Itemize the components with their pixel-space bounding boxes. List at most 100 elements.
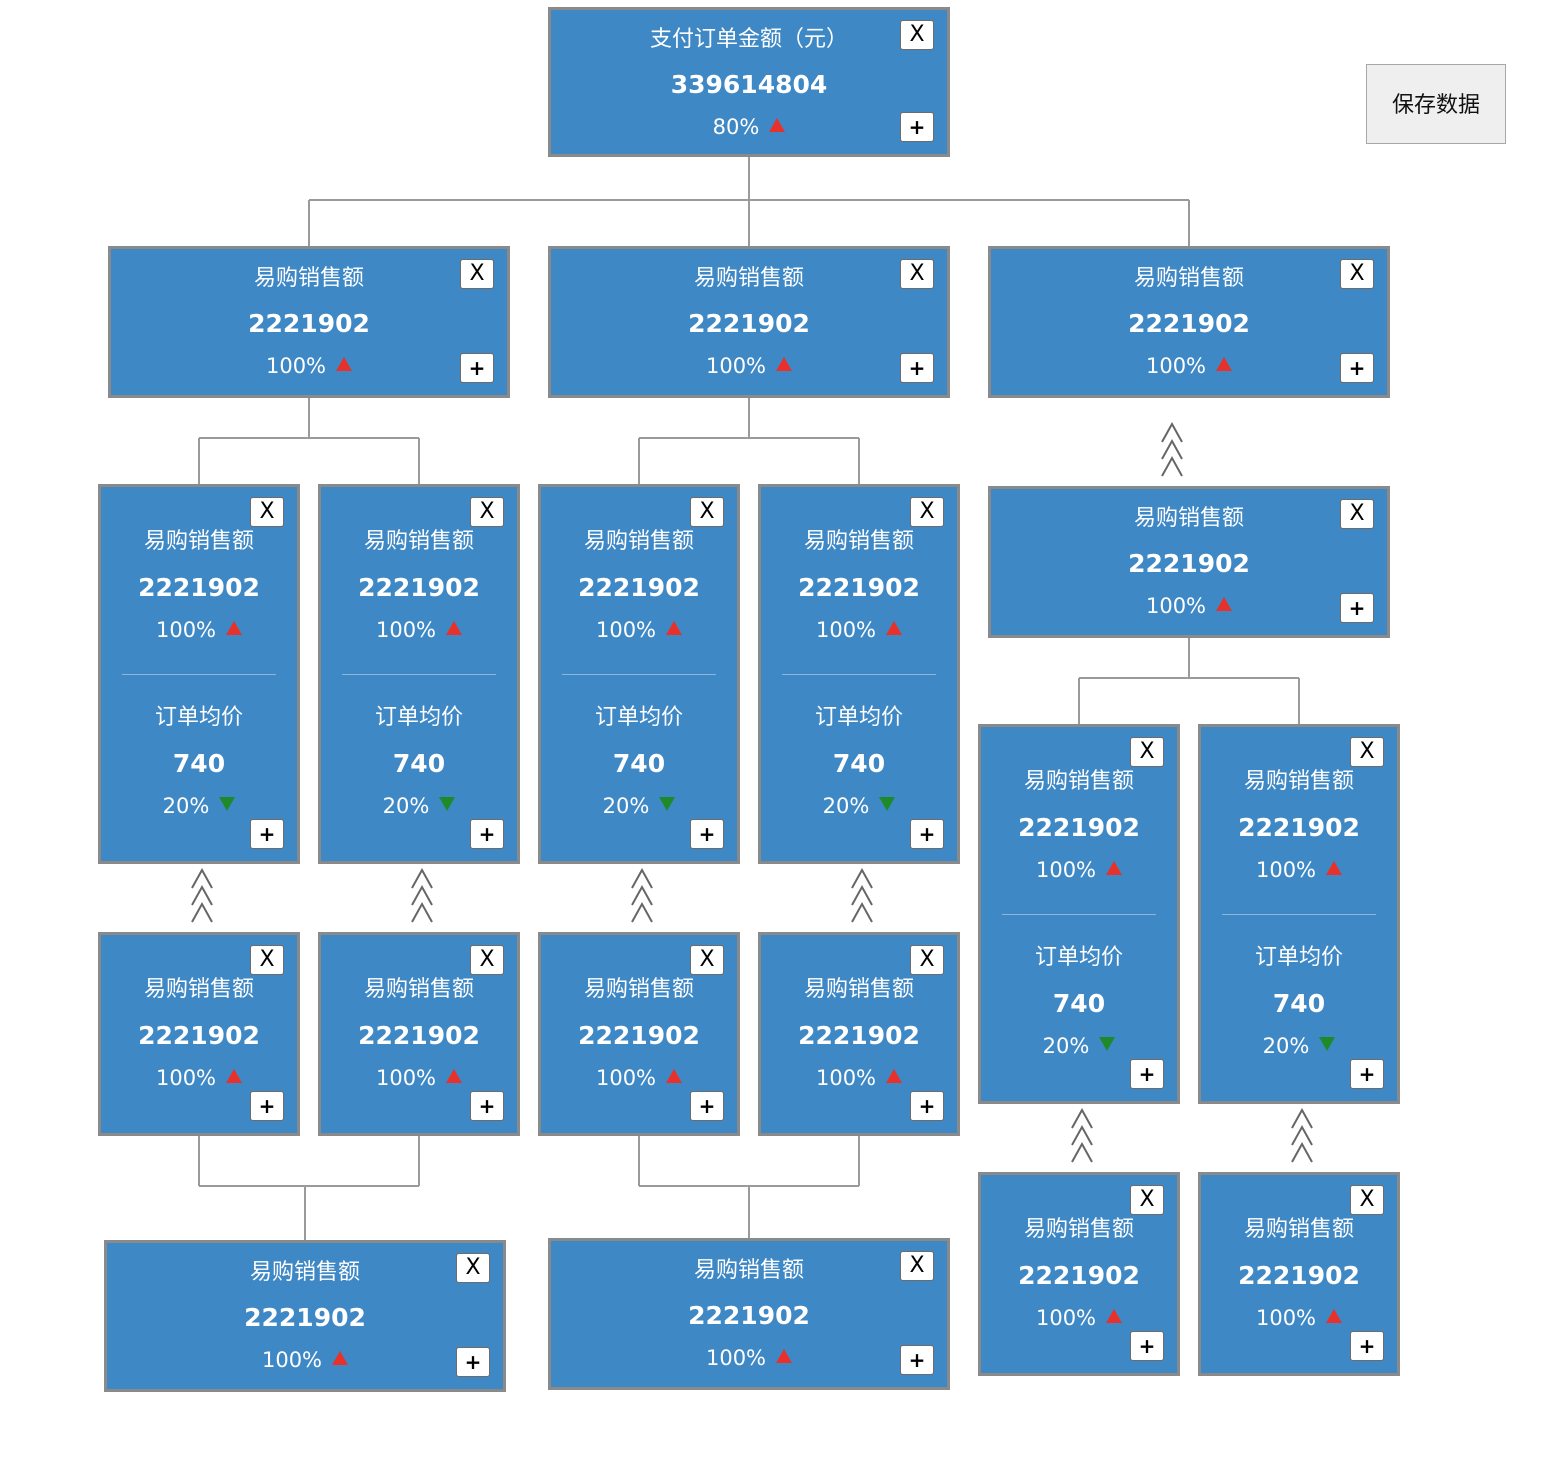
add-child-button[interactable]: + (1340, 593, 1374, 623)
change-percent: 20% (1262, 1034, 1310, 1058)
add-child-button[interactable]: + (690, 1091, 724, 1121)
metric-value: 2221902 (1238, 813, 1360, 842)
add-child-button[interactable]: + (470, 819, 504, 849)
metric-label: 易购销售额 (1133, 506, 1244, 531)
metric-value: 2221902 (138, 573, 260, 602)
save-data-button[interactable]: 保存数据 (1366, 64, 1506, 144)
add-child-button[interactable]: + (900, 353, 934, 383)
metric-divider (342, 674, 496, 675)
close-button[interactable]: X (690, 497, 724, 527)
add-child-button[interactable]: + (910, 1091, 944, 1121)
close-button[interactable]: X (250, 945, 284, 975)
close-button[interactable]: X (910, 945, 944, 975)
add-child-button[interactable]: + (456, 1347, 490, 1377)
metric-value: 740 (612, 749, 666, 778)
metric-value: 2221902 (798, 573, 920, 602)
metric-change: 20% (981, 1033, 1177, 1059)
metric-change: 100% (541, 1065, 737, 1091)
close-button[interactable]: X (1350, 1185, 1384, 1215)
add-child-button[interactable]: + (900, 1345, 934, 1375)
close-button[interactable]: X (910, 497, 944, 527)
add-child-button[interactable]: + (1130, 1059, 1164, 1089)
metric-value: 2221902 (578, 573, 700, 602)
trend-down-icon (1099, 1037, 1116, 1051)
close-button[interactable]: X (900, 20, 934, 50)
add-child-button[interactable]: + (250, 819, 284, 849)
metric-label: 易购销售额 (249, 1260, 360, 1285)
change-percent: 100% (1255, 858, 1317, 882)
metric-value: 2221902 (244, 1303, 366, 1332)
metric-change: 100% (321, 1065, 517, 1091)
metric-change: 100% (1201, 1305, 1397, 1331)
metric-change: 100% (991, 593, 1387, 619)
add-child-button[interactable]: + (470, 1091, 504, 1121)
close-button[interactable]: X (900, 259, 934, 289)
metric-label: 易购销售额 (1133, 266, 1244, 291)
close-button[interactable]: X (690, 945, 724, 975)
close-button[interactable]: X (1340, 499, 1374, 529)
metric-label: 易购销售额 (583, 977, 694, 1002)
metric-value: 2221902 (1018, 813, 1140, 842)
add-child-button[interactable]: + (1350, 1331, 1384, 1361)
metric-value: 339614804 (670, 70, 828, 99)
change-percent: 80% (712, 115, 760, 139)
chevron-up-icon (191, 868, 213, 923)
metric-label: 订单均价 (814, 705, 903, 730)
add-child-button[interactable]: + (1130, 1331, 1164, 1361)
metric-label: 易购销售额 (583, 529, 694, 554)
metric-value: 2221902 (358, 573, 480, 602)
metric-divider (122, 674, 276, 675)
metric-change: 100% (101, 1065, 297, 1091)
close-button[interactable]: X (1340, 259, 1374, 289)
trend-up-icon (1106, 1309, 1123, 1323)
metric-value: 2221902 (688, 309, 810, 338)
close-button[interactable]: X (1130, 737, 1164, 767)
close-button[interactable]: X (1350, 737, 1384, 767)
change-percent: 100% (705, 1346, 767, 1370)
metric-value: 2221902 (1128, 549, 1250, 578)
close-button[interactable]: X (456, 1253, 490, 1283)
close-button[interactable]: X (470, 945, 504, 975)
change-percent: 20% (382, 794, 430, 818)
metric-label: 易购销售额 (803, 529, 914, 554)
metric-label: 易购销售额 (693, 266, 804, 291)
change-percent: 20% (602, 794, 650, 818)
trend-up-icon (446, 1069, 463, 1083)
add-child-button[interactable]: + (900, 112, 934, 142)
chevron-up-icon (1071, 1108, 1093, 1163)
close-button[interactable]: X (1130, 1185, 1164, 1215)
close-button[interactable]: X (460, 259, 494, 289)
add-child-button[interactable]: + (910, 819, 944, 849)
add-child-button[interactable]: + (250, 1091, 284, 1121)
close-button[interactable]: X (470, 497, 504, 527)
add-child-button[interactable]: + (690, 819, 724, 849)
metric-divider (1222, 914, 1376, 915)
metric-label: 易购销售额 (363, 977, 474, 1002)
add-child-button[interactable]: + (460, 353, 494, 383)
change-percent: 100% (815, 1066, 877, 1090)
metric-change: 20% (321, 793, 517, 819)
metric-value: 2221902 (1018, 1261, 1140, 1290)
close-button[interactable]: X (250, 497, 284, 527)
metric-change: 100% (551, 353, 947, 379)
add-child-button[interactable]: + (1350, 1059, 1384, 1089)
metric-label: 易购销售额 (1243, 1217, 1354, 1242)
change-percent: 100% (375, 618, 437, 642)
close-button[interactable]: X (900, 1251, 934, 1281)
add-child-button[interactable]: + (1340, 353, 1374, 383)
metric-label: 订单均价 (594, 705, 683, 730)
metric-change: 100% (981, 857, 1177, 883)
change-percent: 100% (1145, 594, 1207, 618)
metric-value: 740 (1052, 989, 1106, 1018)
change-percent: 100% (815, 618, 877, 642)
change-percent: 20% (162, 794, 210, 818)
trend-up-icon (226, 1069, 243, 1083)
